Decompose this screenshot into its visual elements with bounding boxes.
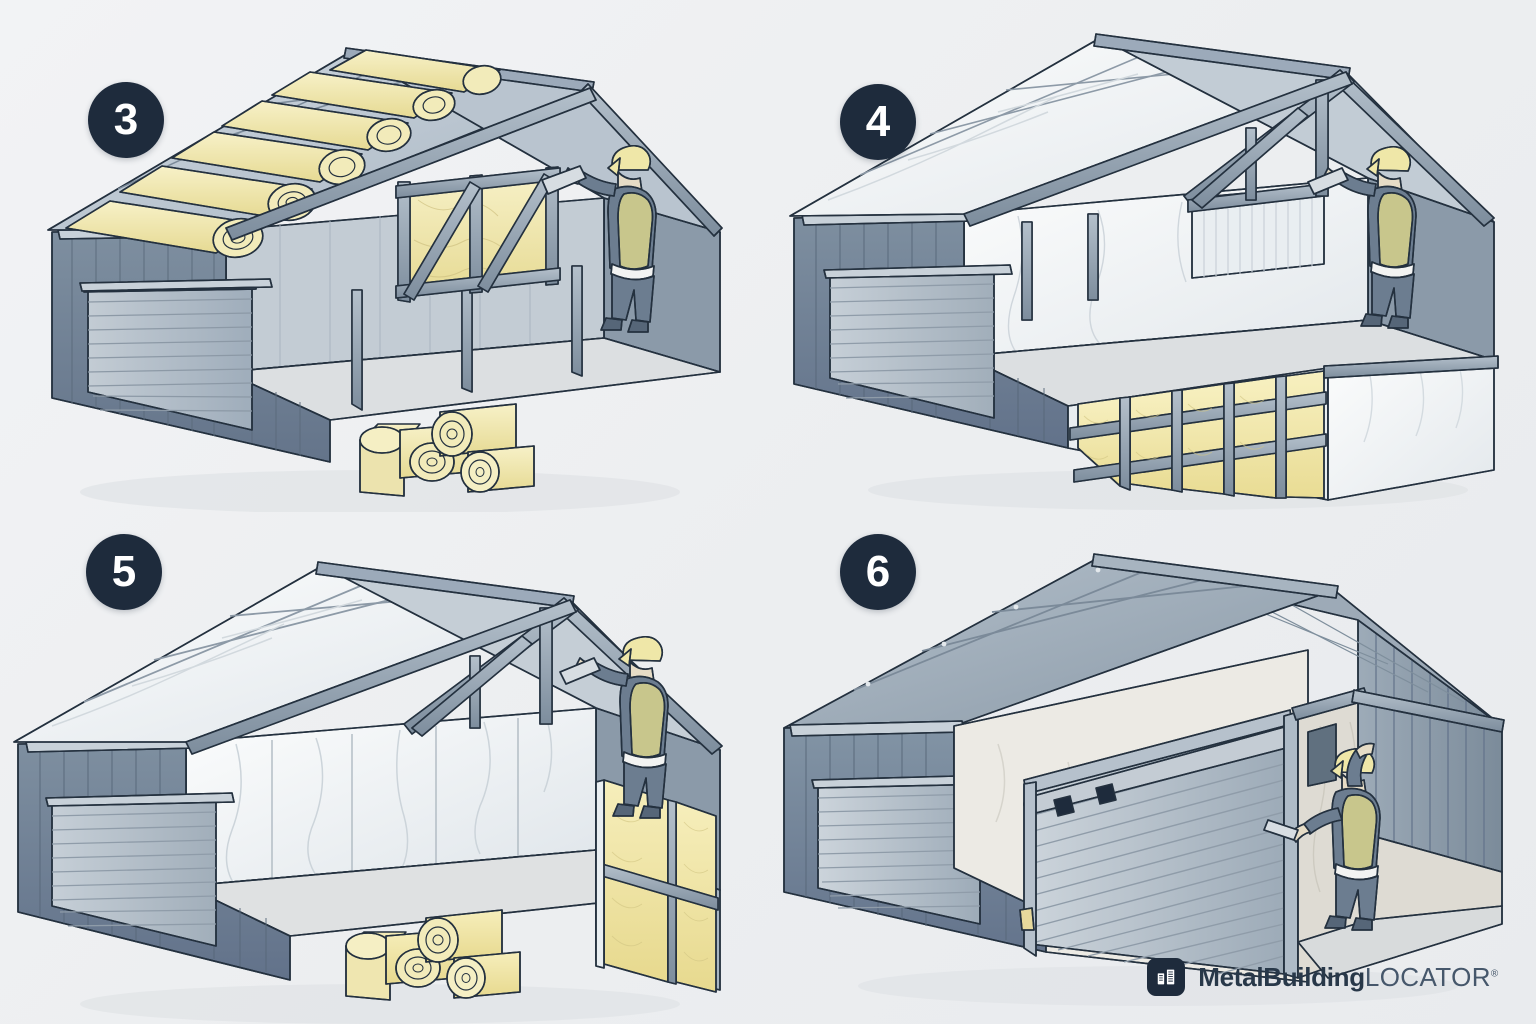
- brand-word-locator: LOCATOR: [1364, 961, 1491, 992]
- scene-step-6: [783, 553, 1505, 1006]
- worker-figure: [1307, 145, 1417, 329]
- brand-wordmark: MetalBuildingLOCATOR®: [1198, 962, 1498, 993]
- worker-figure: [541, 144, 657, 333]
- step-badge-5: 5: [86, 534, 162, 610]
- step-badge-6: 6: [840, 534, 916, 610]
- brand-logo: MetalBuildingLOCATOR®: [1147, 958, 1498, 996]
- worker-figure: [1263, 742, 1381, 931]
- step-badge-3: 3: [88, 82, 164, 158]
- trademark-symbol: ®: [1490, 967, 1498, 979]
- worker-figure: [559, 635, 669, 819]
- scene-step-4: [789, 33, 1499, 510]
- panel-step-5: 5: [0, 512, 768, 1024]
- brand-word-metal: Metal: [1198, 961, 1264, 992]
- floor-insulation-roll: [345, 909, 521, 1001]
- panel-step-3: 3: [0, 0, 768, 512]
- scene-step-5: [13, 561, 723, 1024]
- step-badge-4: 4: [840, 84, 916, 160]
- panel-step-6: 6: [768, 512, 1536, 1024]
- wall-insulation-batt: [595, 779, 721, 993]
- panel-step-4: 4: [768, 0, 1536, 512]
- wall-insulation-batt: [1067, 367, 1329, 501]
- floor-insulation-roll: [359, 403, 535, 497]
- scene-step-3: [47, 47, 723, 512]
- brand-word-building: Building: [1263, 961, 1365, 992]
- building-icon: [1147, 958, 1186, 996]
